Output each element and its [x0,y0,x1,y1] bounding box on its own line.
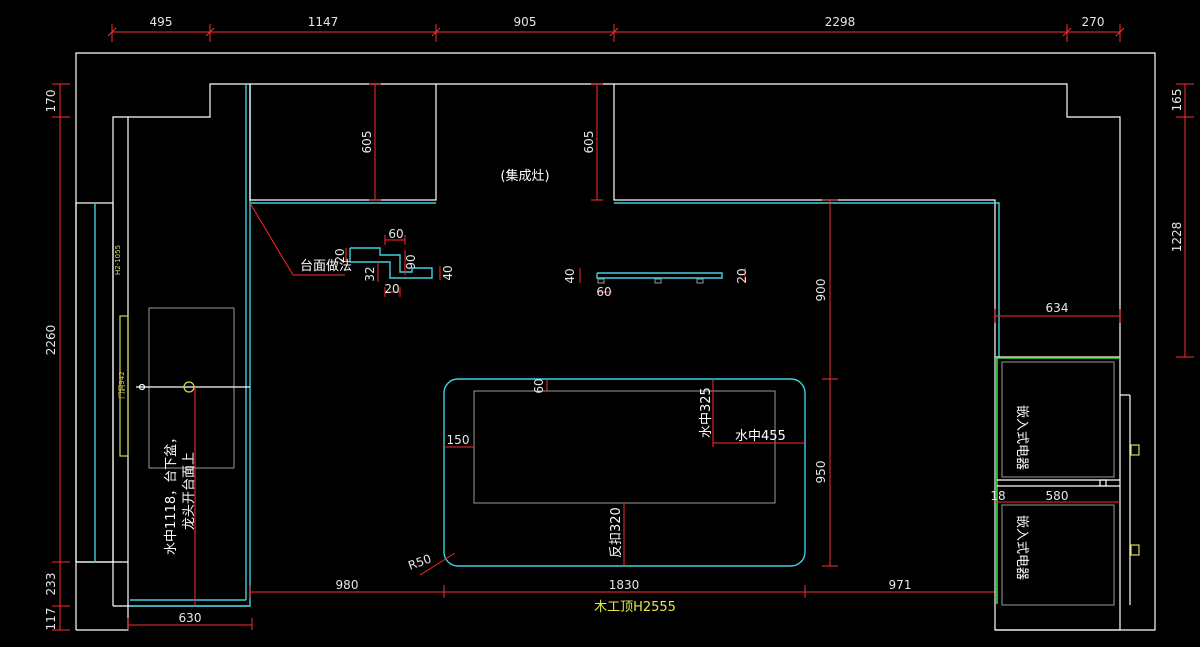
appliance-label-top: 嵌入式电器 [1014,405,1029,470]
island-dims: 60 150 水中325 水中455 反扣320 R50 [406,378,805,576]
vertical-dim-900: 900 [814,279,828,302]
right-vertical-dims: 900 950 [814,199,838,567]
ceiling-label: 木工顶H2555 [594,600,676,615]
top-dim-495: 495 [150,15,173,29]
cabinet-dim-left: 605 [360,131,374,154]
left-dim-2260: 2260 [44,325,58,356]
bottom-dimension-chain: 980 1830 971 木工顶H2555 [249,578,996,615]
island-water-455: 水中455 [735,429,786,444]
left-wall-strips: H2-1055 门洞942 [75,117,129,563]
top-counter [249,84,1000,357]
sink-note-line1: 水中1118，台下盆， [164,431,179,555]
left-dimension-chain: 170 2260 233 117 [44,83,70,631]
countertop-profile-callout: 台面做法 [249,202,352,276]
top-dim-905: 905 [514,15,537,29]
countertop-profile-label: 台面做法 [300,259,352,274]
appliance-label-bottom: 嵌入式电器 [1014,515,1029,580]
profile-dim-20a: 20 [333,248,347,263]
island-dim-60: 60 [532,378,546,393]
right-dim-18: 18 [990,489,1005,503]
profile-dim-20-right: 20 [735,268,749,283]
left-wall-label-h2: H2-1055 [114,245,122,275]
profile-dim-32: 32 [363,266,377,281]
sink-dims: 630 水中1118，台下盆， 龙头开台面上 [127,387,253,630]
right-appliance-area: 嵌入式电器 嵌入式电器 [994,356,1140,631]
top-dim-270: 270 [1082,15,1105,29]
cabinet-dim-right: 605 [582,131,596,154]
left-dim-233: 233 [44,573,58,596]
right-room-dims: 634 18 580 [990,301,1121,503]
right-dim-634: 634 [1046,301,1069,315]
left-wall-label-door: 门洞942 [117,371,126,398]
profile-dim-60: 60 [388,227,403,241]
profile-dim-60-right: 60 [596,285,611,299]
bottom-dim-630: 630 [179,611,202,625]
island-dim-150: 150 [447,433,470,447]
island-reverse-320: 反扣320 [609,507,624,558]
countertop-profile-right: 40 60 20 [563,268,749,299]
sink-note-line2: 龙头开台面上 [182,452,197,530]
top-dimension-chain: 495 1147 905 2298 270 [107,15,1125,42]
island-water-325: 水中325 [699,387,714,438]
top-dim-1147: 1147 [308,15,339,29]
top-dim-2298: 2298 [825,15,856,29]
profile-dim-20b: 20 [384,282,399,296]
vertical-dim-950: 950 [814,461,828,484]
profile-dim-40: 40 [441,265,455,280]
cabinet-depth-dims: 605 605 [360,83,603,201]
profile-dim-90: 90 [404,254,418,269]
right-dim-1228: 1228 [1170,222,1184,253]
right-dim-165: 165 [1170,89,1184,112]
sink [136,307,250,469]
profile-dim-40-right: 40 [563,268,577,283]
left-dim-117: 117 [44,608,58,631]
bottom-dim-1830: 1830 [609,578,640,592]
left-counter [130,84,251,607]
right-dim-580: 580 [1046,489,1069,503]
bottom-dim-980: 980 [336,578,359,592]
right-dimension-chain: 165 1228 [1170,83,1194,358]
bottom-dim-971: 971 [889,578,912,592]
left-dim-170: 170 [44,90,58,113]
countertop-profile-left: 60 20 90 32 20 40 [333,227,455,297]
integrated-stove-label: (集成灶) [500,168,549,184]
